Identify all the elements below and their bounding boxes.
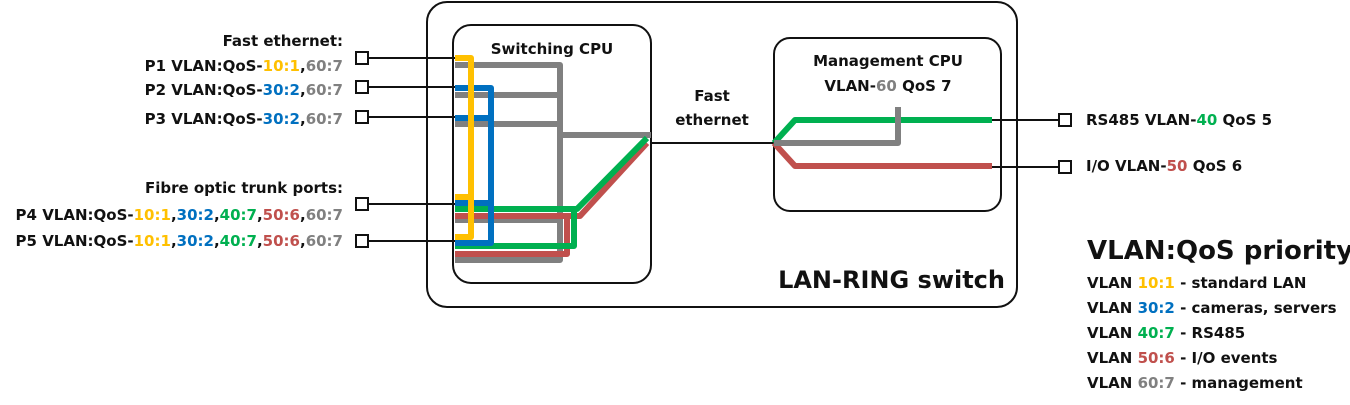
io-suffix: QoS 6 xyxy=(1187,157,1242,175)
vlan-qos-code: 60:7 xyxy=(306,232,343,250)
io-port-icon[interactable] xyxy=(1058,160,1072,174)
vlan-qos-code: 30:2 xyxy=(177,232,214,250)
legend-item: VLAN 40:7 - RS485 xyxy=(1087,324,1245,342)
separator: , xyxy=(300,110,306,128)
io-vlan: 50 xyxy=(1167,157,1188,175)
mgmt-vlan-number: 60 xyxy=(876,77,897,95)
vlan-qos-code: 40:7 xyxy=(220,232,257,250)
rs485-prefix: RS485 VLAN- xyxy=(1086,111,1196,129)
p4-port-icon[interactable] xyxy=(355,197,369,211)
management-cpu-box xyxy=(773,37,1002,212)
rs485-suffix: QoS 5 xyxy=(1217,111,1272,129)
mgmt-vlan40-path xyxy=(771,117,992,146)
legend-item: VLAN 10:1 - standard LAN xyxy=(1087,274,1306,292)
port-label-p4: P4 VLAN:QoS-10:1,30:2,40:7,50:6,60:7 xyxy=(16,206,343,224)
p5-port-icon[interactable] xyxy=(355,234,369,248)
mgmt-vlan60-path xyxy=(774,107,901,146)
management-cpu-vlan: VLAN-60 QoS 7 xyxy=(824,77,951,95)
fast-ethernet-label-1: Fast xyxy=(694,87,730,105)
legend-code: 50:6 xyxy=(1138,349,1175,367)
legend-item: VLAN 60:7 - management xyxy=(1087,374,1303,392)
vlan-qos-legend: VLAN:QoS priority VLAN 10:1 - standard L… xyxy=(1087,236,1350,392)
separator: , xyxy=(300,57,306,75)
io-port-label: I/O VLAN-50 QoS 6 xyxy=(1086,157,1242,175)
vlan-qos-code: 60:7 xyxy=(306,110,343,128)
port-prefix: P5 VLAN:QoS- xyxy=(16,232,134,250)
rs485-port-icon[interactable] xyxy=(1058,113,1072,127)
vlan-qos-code: 60:7 xyxy=(306,81,343,99)
vlan50-path xyxy=(455,140,650,257)
port-label-p3: P3 VLAN:QoS-30:2,60:7 xyxy=(145,110,343,128)
vlan-qos-code: 30:2 xyxy=(263,81,300,99)
legend-code: 40:7 xyxy=(1138,324,1175,342)
port-prefix: P1 VLAN:QoS- xyxy=(145,57,263,75)
fast-ethernet-label-2: ethernet xyxy=(675,111,749,129)
switch-title: LAN-RING switch xyxy=(778,266,1005,294)
vlan10-path xyxy=(455,55,474,240)
lan-ring-switch-box xyxy=(426,1,1018,308)
p3-port-icon[interactable] xyxy=(355,110,369,124)
separator: , xyxy=(300,81,306,99)
legend-desc: - cameras, servers xyxy=(1175,299,1337,317)
vlan-qos-code: 40:7 xyxy=(220,206,257,224)
rs485-port-label: RS485 VLAN-40 QoS 5 xyxy=(1086,111,1272,129)
legend-prefix: VLAN xyxy=(1087,374,1138,392)
legend-code: 30:2 xyxy=(1138,299,1175,317)
left-port-squares xyxy=(355,51,369,248)
vlan-qos-code: 30:2 xyxy=(263,110,300,128)
p2-port-icon[interactable] xyxy=(355,80,369,94)
separator: , xyxy=(257,232,263,250)
mgmt-qos: QoS 7 xyxy=(897,77,952,95)
legend-prefix: VLAN xyxy=(1087,274,1138,292)
legend-desc: - I/O events xyxy=(1175,349,1278,367)
port-label-p5: P5 VLAN:QoS-10:1,30:2,40:7,50:6,60:7 xyxy=(16,232,343,250)
legend-code: 10:1 xyxy=(1138,274,1175,292)
rs485-vlan: 40 xyxy=(1196,111,1217,129)
vlan-qos-code: 10:1 xyxy=(134,232,171,250)
separator: , xyxy=(214,206,220,224)
separator: , xyxy=(300,206,306,224)
legend-code: 60:7 xyxy=(1138,374,1175,392)
port-label-p2: P2 VLAN:QoS-30:2,60:7 xyxy=(145,81,343,99)
legend-desc: - RS485 xyxy=(1175,324,1245,342)
p1-port-icon[interactable] xyxy=(355,51,369,65)
separator: , xyxy=(171,206,177,224)
port-prefix: P4 VLAN:QoS- xyxy=(16,206,134,224)
io-prefix: I/O VLAN- xyxy=(1086,157,1167,175)
legend-prefix: VLAN xyxy=(1087,299,1138,317)
mgmt-vlan50-path xyxy=(771,140,992,169)
legend-prefix: VLAN xyxy=(1087,349,1138,367)
port-label-p1: P1 VLAN:QoS-10:1,60:7 xyxy=(145,57,343,75)
port-prefix: P2 VLAN:QoS- xyxy=(145,81,263,99)
legend-desc: - standard LAN xyxy=(1175,274,1307,292)
separator: , xyxy=(171,232,177,250)
vlan-qos-code: 10:1 xyxy=(263,57,300,75)
vlan-qos-code: 10:1 xyxy=(134,206,171,224)
fast-ethernet-heading: Fast ethernet: xyxy=(223,32,343,50)
port-prefix: P3 VLAN:QoS- xyxy=(145,110,263,128)
fibre-heading: Fibre optic trunk ports: xyxy=(145,179,343,197)
separator: , xyxy=(300,232,306,250)
vlan-qos-code: 60:7 xyxy=(306,206,343,224)
mgmt-vlan-prefix: VLAN- xyxy=(824,77,876,95)
vlan-qos-code: 60:7 xyxy=(306,57,343,75)
switching-cpu-box xyxy=(452,24,652,284)
separator: , xyxy=(257,206,263,224)
legend-desc: - management xyxy=(1175,374,1303,392)
vlan40-path xyxy=(455,135,650,249)
separator: , xyxy=(214,232,220,250)
legend-item: VLAN 30:2 - cameras, servers xyxy=(1087,299,1337,317)
vlan60-path xyxy=(455,62,651,263)
vlan-qos-code: 50:6 xyxy=(263,232,300,250)
vlan-qos-code: 30:2 xyxy=(177,206,214,224)
vlan-qos-code: 50:6 xyxy=(263,206,300,224)
switching-cpu-title: Switching CPU xyxy=(491,40,614,58)
legend-prefix: VLAN xyxy=(1087,324,1138,342)
left-port-links xyxy=(369,57,455,242)
legend-title: VLAN:QoS priority xyxy=(1087,236,1350,266)
management-cpu-title: Management CPU xyxy=(813,52,963,70)
legend-item: VLAN 50:6 - I/O events xyxy=(1087,349,1278,367)
